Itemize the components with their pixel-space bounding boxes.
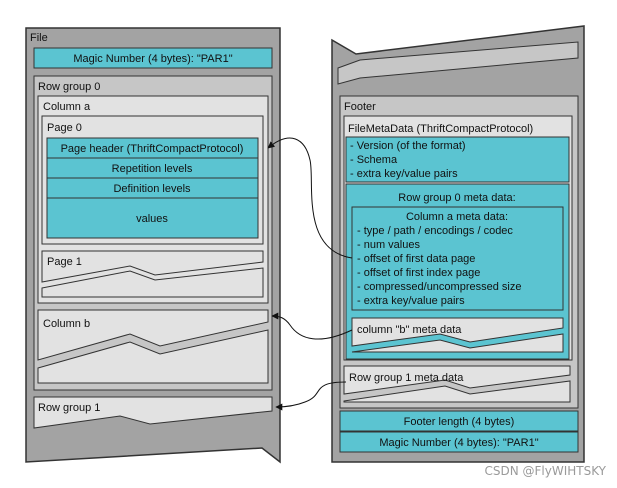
column-a-title: Column a <box>43 101 91 113</box>
row-group-1: Row group 1 <box>33 396 273 429</box>
row-group-0: Row group 0 Column a Page 0 Page header … <box>33 75 273 391</box>
footer-length-box <box>339 410 579 432</box>
footer-side: Footer FileMetaData (ThriftCompactProtoc… <box>331 25 585 463</box>
row-group-1-metadata: Row group 1 meta data <box>343 365 571 403</box>
page-1: Page 1 <box>41 250 264 298</box>
file-metadata-item: - extra key/value pairs <box>350 168 458 180</box>
magic-number-bottom-label: Magic Number (4 bytes): "PAR1" <box>379 437 538 449</box>
arrow-to-row-group-1 <box>275 381 347 411</box>
arrow-to-column-b <box>271 312 353 340</box>
column-a-metadata-item: - num values <box>357 239 420 251</box>
footer-container: Footer FileMetaData (ThriftCompactProtoc… <box>339 95 579 409</box>
column-a-metadata-item: - compressed/uncompressed size <box>357 281 521 293</box>
column-b-title: Column b <box>43 318 90 330</box>
values-box <box>46 197 259 239</box>
column-a-metadata: Column a meta data: - type / path / enco… <box>351 206 564 311</box>
footer-length-label: Footer length (4 bytes) <box>404 416 515 428</box>
file-title: File <box>30 32 48 44</box>
column-b: Column b <box>37 309 269 384</box>
column-a-metadata-title: Column a meta data: <box>406 211 508 223</box>
file-container: File Magic Number (4 bytes): "PAR1" Row … <box>25 27 281 464</box>
page-1-title: Page 1 <box>47 256 82 268</box>
repetition-levels-label: Repetition levels <box>112 163 193 175</box>
column-a-metadata-item: - type / path / encodings / codec <box>357 225 513 237</box>
watermark: CSDN @FlyWIHTSKY <box>484 464 606 478</box>
column-a-metadata-item: - extra key/value pairs <box>357 295 465 307</box>
definition-levels-label: Definition levels <box>113 183 191 195</box>
row-group-0-metadata-title: Row group 0 meta data: <box>398 192 515 204</box>
row-group-0-metadata: Row group 0 meta data: Column a meta dat… <box>345 183 570 360</box>
magic-number-top-label: Magic Number (4 bytes): "PAR1" <box>73 53 232 65</box>
file-metadata-item: - Version (of the format) <box>350 140 466 152</box>
file-metadata-item: - Schema <box>350 154 398 166</box>
file-metadata: FileMetaData (ThriftCompactProtocol) - V… <box>343 115 573 361</box>
arrow-to-page-0 <box>267 137 353 259</box>
footer-title: Footer <box>344 101 376 113</box>
page-0-title: Page 0 <box>47 122 82 134</box>
magic-number-top-box <box>33 47 273 69</box>
page-header-label: Page header (ThriftCompactProtocol) <box>61 143 244 155</box>
file-metadata-fields-box <box>345 136 570 183</box>
row-group-0-title: Row group 0 <box>38 81 100 93</box>
column-b-metadata: column "b" meta data <box>351 317 564 353</box>
values-label: values <box>136 213 168 225</box>
column-a-metadata-item: - offset of first index page <box>357 267 480 279</box>
column-a-metadata-item: - offset of first data page <box>357 253 475 265</box>
file-metadata-title: FileMetaData (ThriftCompactProtocol) <box>348 123 533 135</box>
row-group-1-metadata-label: Row group 1 meta data <box>349 372 464 384</box>
page-0: Page 0 Page header (ThriftCompactProtoco… <box>41 115 264 245</box>
column-a: Column a Page 0 Page header (ThriftCompa… <box>37 95 269 304</box>
magic-number-bottom-box <box>339 431 579 453</box>
row-group-1-title: Row group 1 <box>38 402 100 414</box>
column-b-metadata-label: column "b" meta data <box>357 324 462 336</box>
pointer-arrows <box>267 137 353 411</box>
